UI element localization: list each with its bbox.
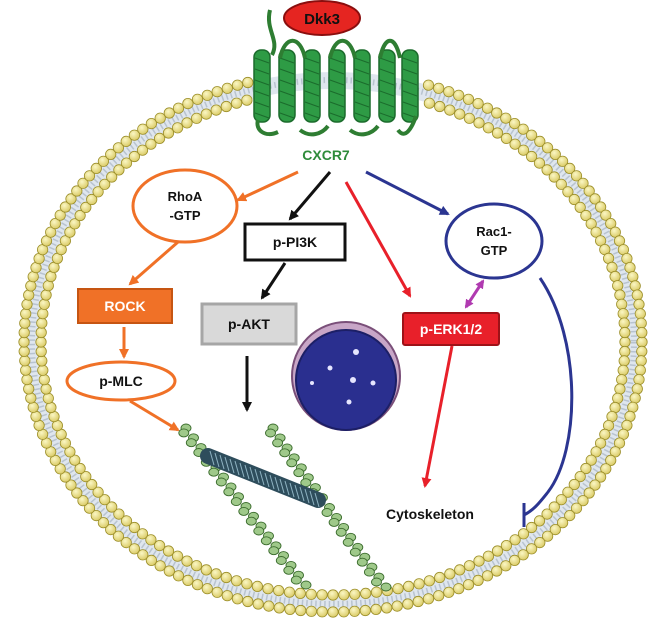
node-rac1: Rac1- GTP bbox=[444, 202, 544, 280]
arrow-cxcr7-perk bbox=[344, 181, 412, 298]
rhoa-label-line2: -GTP bbox=[169, 208, 200, 223]
myosin-filament-icon bbox=[200, 448, 326, 508]
node-pakt: p-AKT bbox=[200, 302, 298, 346]
arrow-cxcr7-rac1 bbox=[365, 170, 450, 216]
arrow-rac1-perk bbox=[464, 279, 485, 309]
dkk3-ligand: Dkk3 bbox=[283, 0, 361, 36]
node-ppi3k: p-PI3K bbox=[243, 222, 347, 262]
node-perk: p-ERK1/2 bbox=[402, 312, 500, 346]
arrow-perk-cytoskeleton bbox=[421, 345, 454, 488]
arrow-cxcr7-rhoa bbox=[236, 170, 299, 202]
node-rock: ROCK bbox=[77, 288, 173, 324]
ppi3k-label: p-PI3K bbox=[273, 234, 317, 250]
arrows bbox=[119, 170, 574, 527]
arrow-cxcr7-pi3k bbox=[288, 171, 332, 221]
nucleus-icon bbox=[291, 321, 401, 431]
arrow-rac1-cytoskeleton bbox=[523, 277, 574, 517]
rac1-label-line1: Rac1- bbox=[476, 224, 511, 239]
arrow-rhoa-rock bbox=[128, 240, 179, 286]
pmlc-label: p-MLC bbox=[99, 373, 143, 389]
rhoa-label-line1: RhoA bbox=[168, 189, 203, 204]
perk-label: p-ERK1/2 bbox=[420, 321, 482, 337]
cytoskeleton-label: Cytoskeleton bbox=[386, 506, 474, 522]
rac1-label-line2: GTP bbox=[481, 243, 508, 258]
receptor-label: CXCR7 bbox=[302, 147, 350, 163]
rock-label: ROCK bbox=[104, 298, 145, 314]
arrow-pmlc-actin bbox=[129, 399, 180, 432]
receptor-icon bbox=[253, 9, 419, 137]
arrow-pi3k-akt bbox=[260, 262, 287, 300]
node-pmlc: p-MLC bbox=[65, 360, 177, 402]
pakt-label: p-AKT bbox=[228, 316, 270, 332]
ligand-label: Dkk3 bbox=[304, 11, 340, 28]
node-rhoa: RhoA -GTP bbox=[131, 168, 239, 244]
